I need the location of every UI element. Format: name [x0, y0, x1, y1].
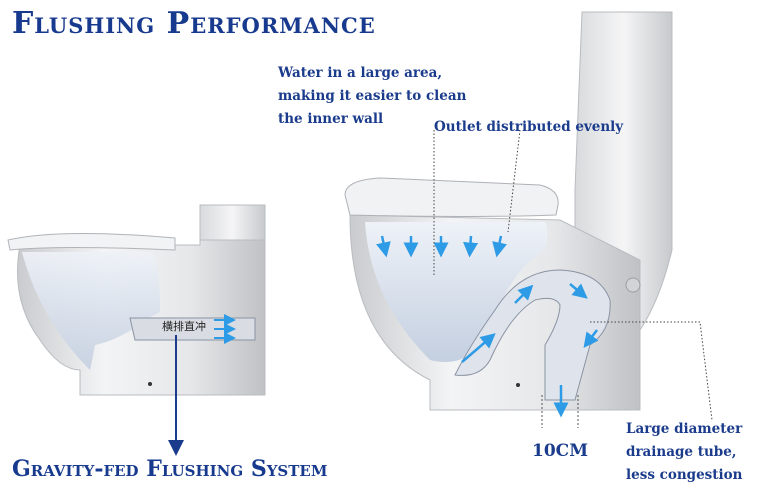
leader-lines	[433, 129, 713, 421]
large-toilet	[344, 11, 673, 428]
note-line: Water in a large area,	[278, 65, 443, 81]
note-line: drainage tube,	[626, 444, 737, 460]
note-line: the inner wall	[278, 111, 384, 127]
note-drainage: Large diameter drainage tube, less conge…	[626, 418, 742, 487]
note-outlet: Outlet distributed evenly	[434, 119, 624, 135]
note-line: making it easier to clean	[278, 88, 467, 104]
page-title: Flushing Performance	[12, 6, 376, 41]
note-line: less congestion	[626, 467, 743, 483]
dimension-label: 10CM	[532, 441, 589, 461]
page-subtitle: Gravity-fed Flushing System	[12, 456, 328, 482]
outlet-label: 横排直冲	[162, 320, 206, 333]
note-line: Large diameter	[626, 421, 743, 437]
small-toilet	[7, 204, 266, 396]
note-water-area: Water in a large area, making it easier …	[278, 62, 466, 131]
